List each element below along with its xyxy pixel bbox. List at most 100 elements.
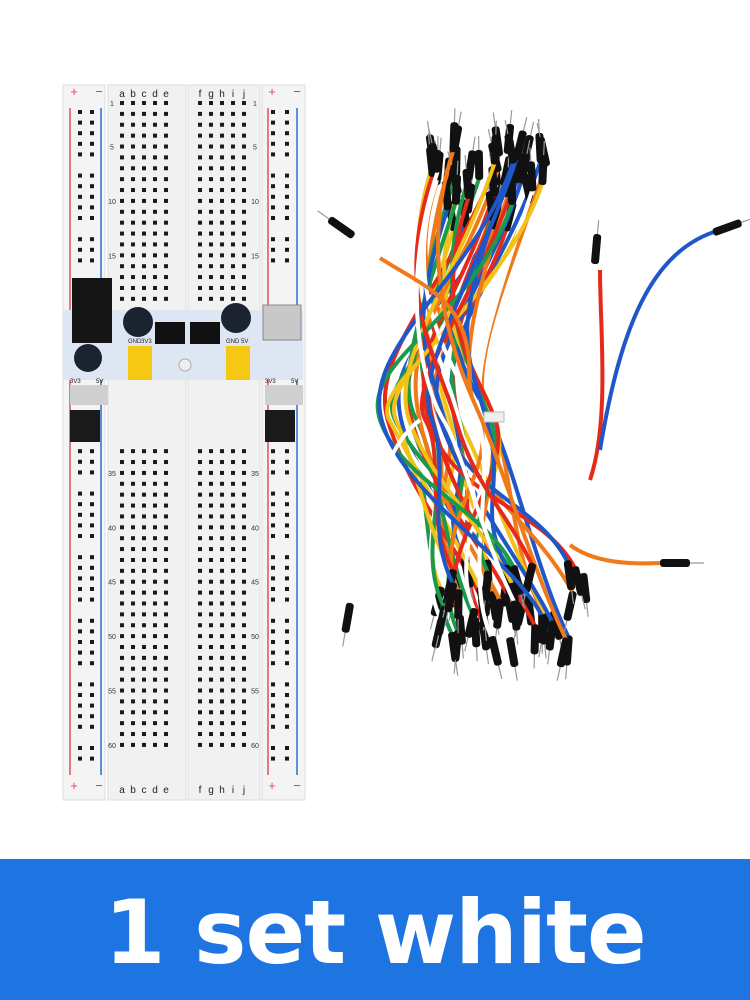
hole	[120, 155, 124, 160]
hole	[242, 492, 246, 497]
hole	[153, 220, 157, 225]
hole	[164, 275, 168, 280]
hole	[242, 275, 246, 280]
column-label: d	[152, 89, 158, 100]
connector-housing	[451, 174, 462, 205]
hole	[164, 296, 168, 301]
row-label: 60	[108, 743, 116, 750]
hole	[120, 590, 124, 595]
hole	[242, 133, 246, 138]
rail-hole	[78, 216, 82, 220]
hole	[153, 144, 157, 149]
rail-hole	[78, 449, 82, 454]
hole	[231, 285, 235, 290]
rail-hole	[90, 746, 94, 750]
connector-housing	[464, 607, 479, 638]
hole	[231, 666, 235, 671]
switch-right[interactable]	[265, 385, 303, 405]
rail-hole	[271, 120, 275, 125]
hole	[131, 645, 135, 649]
row-label: 45	[108, 580, 116, 587]
hole	[220, 742, 224, 747]
hole	[142, 634, 146, 639]
hole	[242, 481, 246, 486]
hole	[209, 460, 213, 465]
switch-left-5v: 5V	[96, 379, 103, 385]
hole	[209, 699, 213, 704]
hole	[142, 242, 146, 247]
rail-hole	[271, 131, 275, 136]
rail-hole	[285, 173, 289, 178]
hole	[131, 568, 135, 573]
rail-hole	[78, 746, 82, 750]
hole	[120, 285, 124, 290]
hole	[231, 503, 235, 508]
rail-hole	[90, 682, 94, 687]
hole	[131, 449, 135, 454]
hole	[142, 264, 146, 269]
wire-connector	[449, 108, 459, 153]
rail-hole	[90, 555, 94, 560]
hole	[164, 514, 168, 519]
right-power-rail	[261, 84, 306, 801]
hole	[131, 470, 135, 475]
rail-minus-sign: −	[293, 778, 301, 793]
hole	[209, 144, 213, 149]
hole	[131, 101, 135, 105]
hole	[198, 666, 202, 671]
hole	[131, 710, 135, 715]
row-label: 10	[108, 199, 116, 206]
hole	[242, 547, 246, 552]
hole	[142, 481, 146, 486]
jumper-wire	[392, 182, 545, 578]
hole	[120, 275, 124, 280]
hole	[242, 188, 246, 193]
hole	[153, 481, 157, 486]
rail-hole	[90, 693, 94, 697]
hole	[120, 296, 124, 301]
hole	[153, 242, 157, 247]
hole	[120, 122, 124, 127]
hole	[153, 557, 157, 562]
hole	[231, 122, 235, 127]
rail-hole	[78, 184, 82, 189]
hole	[231, 677, 235, 682]
rail-hole	[78, 194, 82, 199]
row-label: 5	[110, 145, 114, 152]
switch-left[interactable]	[70, 385, 108, 405]
rail-hole	[90, 194, 94, 199]
hole	[231, 721, 235, 726]
hole	[142, 492, 146, 497]
hole	[120, 634, 124, 639]
hole	[242, 579, 246, 584]
header-pins-right	[265, 410, 295, 442]
hole	[231, 492, 235, 497]
rail-hole	[90, 491, 94, 496]
hole	[220, 111, 224, 116]
hole	[209, 166, 213, 171]
rail-hole	[78, 693, 82, 697]
hole	[164, 133, 168, 138]
hole	[242, 742, 246, 747]
hole	[220, 623, 224, 628]
hole	[220, 231, 224, 236]
hole	[142, 612, 146, 617]
rail-hole	[90, 173, 94, 178]
hole	[242, 460, 246, 465]
hole	[220, 166, 224, 171]
hole	[131, 732, 135, 737]
jumper-wire	[378, 256, 472, 381]
row-label: 1	[253, 101, 257, 108]
hole	[242, 688, 246, 693]
wire-connector	[510, 600, 521, 645]
hole	[209, 296, 213, 301]
hole	[198, 612, 202, 617]
connector-housing	[474, 149, 484, 181]
hole	[120, 460, 124, 465]
rail-hole	[90, 576, 94, 581]
hole	[120, 579, 124, 584]
hole	[242, 111, 246, 116]
hole	[153, 547, 157, 552]
hole	[242, 710, 246, 715]
hole	[231, 209, 235, 214]
